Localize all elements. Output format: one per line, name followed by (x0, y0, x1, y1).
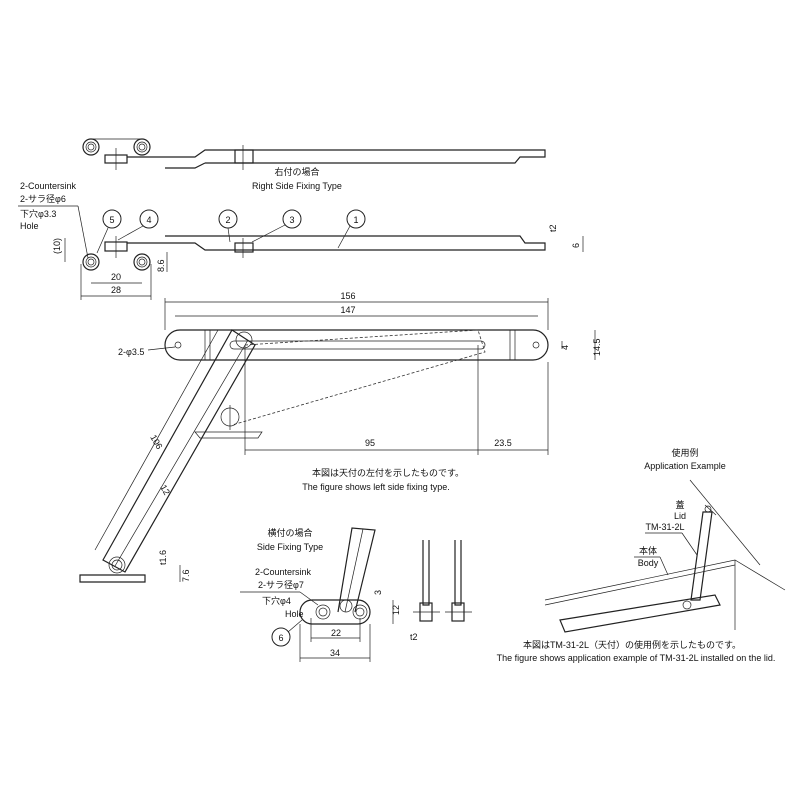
lid-en: Lid (674, 511, 686, 521)
dim-12: 12 (158, 483, 172, 497)
hole-jp: 下穴φ3.3 (20, 208, 56, 219)
app-note-jp: 本図はTM-31-2L（天付）の使用例を示したものです。 (523, 639, 741, 650)
note-main-jp: 本図は天付の左付を示したものです。 (312, 467, 464, 478)
side-dim-22: 22 (331, 628, 341, 638)
callout-4: 4 (117, 209, 159, 241)
dim-106: 106 (148, 433, 164, 451)
right-side-title-en: Right Side Fixing Type (252, 181, 342, 191)
dim-147: 147 (340, 305, 355, 315)
right-side-view: 右付の場合 Right Side Fixing Type (82, 138, 546, 191)
side-dim-34: 34 (330, 648, 340, 658)
side-hole-jp: 下穴φ4 (262, 595, 291, 606)
hole-dia-label: 2-φ3.5 (118, 347, 144, 357)
callout-5: 5 (96, 209, 122, 254)
dim-28: 28 (111, 285, 121, 295)
dim-t1-6: t1.6 (158, 550, 168, 565)
note-main-en: The figure shows left side fixing type. (302, 482, 450, 492)
svg-text:2: 2 (225, 215, 230, 225)
dim-156: 156 (340, 291, 355, 301)
svg-text:1: 1 (353, 215, 358, 225)
side-countersink-jp: 2-サラ径φ7 (258, 579, 304, 590)
app-title-en: Application Example (644, 461, 726, 471)
lid-jp: 蓋 (675, 499, 684, 510)
side-fixing-title-jp: 横付の場合 (267, 527, 312, 538)
svg-text:5: 5 (109, 215, 114, 225)
dim-23-5: 23.5 (494, 438, 512, 448)
side-countersink-label: 2-Countersink (255, 567, 312, 577)
hole-label: Hole (20, 221, 39, 231)
svg-text:3: 3 (289, 215, 294, 225)
callout-2: 2 (218, 209, 238, 243)
body-en: Body (638, 558, 659, 568)
dim-4: 4 (560, 345, 570, 350)
svg-text:4: 4 (146, 215, 151, 225)
main-view: 156 147 2-φ3.5 4 14.5 95 23.5 106 12 t1.… (79, 291, 602, 583)
side-dim-3: 3 (373, 590, 383, 595)
dim-20: 20 (111, 272, 121, 282)
side-fixing-view: 横付の場合 Side Fixing Type 2-Countersink 2-サ… (240, 527, 472, 662)
application-example: 使用例 Application Example 蓋 Lid TM-31-2L 本… (497, 447, 786, 663)
callout-3: 3 (251, 209, 302, 243)
dim-10: (10) (52, 238, 62, 254)
side-hole-label: Hole (285, 609, 304, 619)
body-jp: 本体 (639, 545, 657, 556)
side-dim-12: 12 (391, 605, 401, 615)
app-note-en: The figure shows application example of … (497, 653, 776, 663)
callout-1: 1 (337, 209, 366, 249)
dim-95: 95 (365, 438, 375, 448)
callout-6: 6 (271, 619, 303, 647)
side-dim-t2: t2 (410, 632, 418, 642)
app-title-jp: 使用例 (671, 447, 698, 458)
model-label: TM-31-2L (645, 522, 684, 532)
svg-text:6: 6 (278, 633, 283, 643)
countersink-jp: 2-サラ径φ6 (20, 193, 66, 204)
dim-14-5: 14.5 (592, 338, 602, 356)
dim-8-6: 8.6 (156, 259, 166, 272)
dim-6: 6 (571, 243, 581, 248)
countersink-label: 2-Countersink (20, 181, 77, 191)
left-side-view: 2-Countersink 2-サラ径φ6 下穴φ3.3 Hole 5 4 2 … (18, 181, 584, 300)
side-fixing-title-en: Side Fixing Type (257, 542, 323, 552)
right-side-title-jp: 右付の場合 (274, 166, 319, 177)
dim-t2: t2 (548, 224, 558, 232)
dim-7-6: 7.6 (181, 569, 191, 582)
